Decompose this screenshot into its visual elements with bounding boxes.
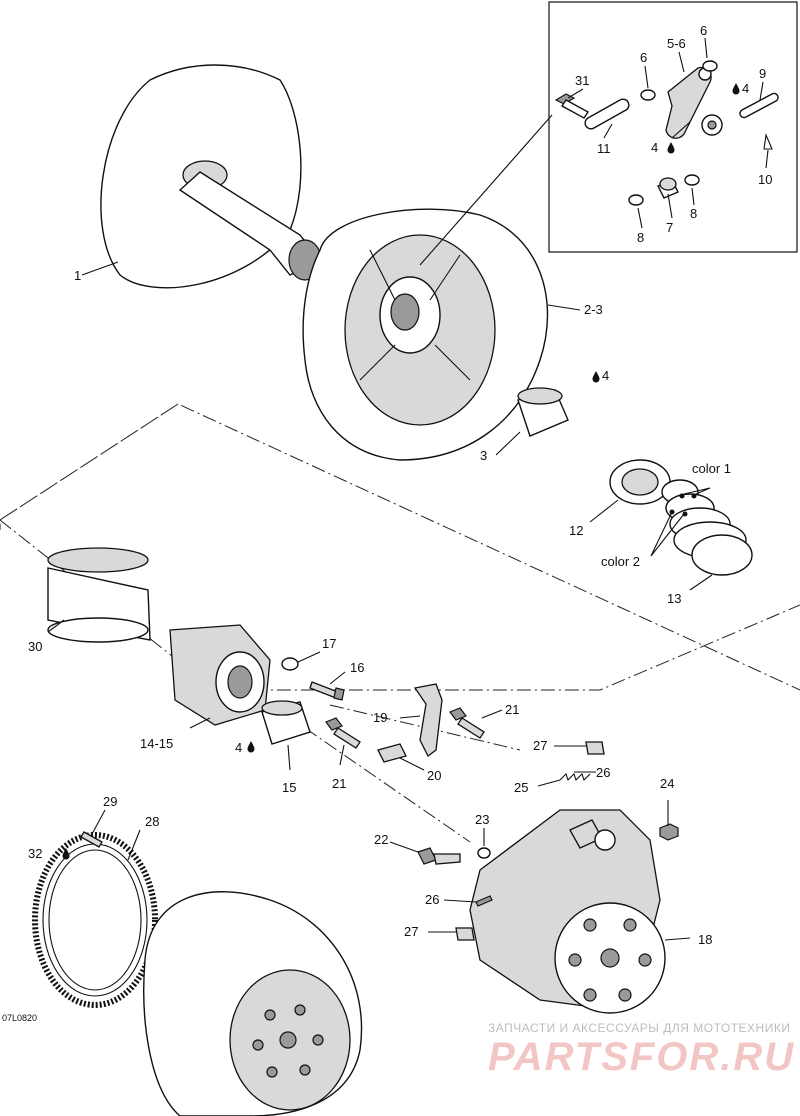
callout-4-a: 4 [602,368,609,383]
callout-10: 10 [758,172,772,187]
leader-lines [47,37,769,941]
callout-30: 30 [28,639,42,654]
callout-27-a: 27 [533,738,547,753]
callout-1: 1 [74,268,81,283]
callout-4-d: 4 [742,81,749,96]
callout-15: 15 [282,780,296,795]
callout-color-1: color 1 [692,461,731,476]
inset-frame [548,1,798,253]
callout-21-a: 21 [332,776,346,791]
watermark-brand: PARTSFOR.RU [488,1035,795,1079]
spring-seat-12 [609,459,671,505]
callout-28: 28 [145,814,159,829]
callout-27-b: 27 [404,924,418,939]
washer-23 [477,847,491,859]
inset-parts [554,60,779,206]
callout-4-b: 4 [235,740,242,755]
washer-17 [281,657,299,671]
cap-27-top [585,741,605,755]
screw-21-left [325,717,343,731]
callout-20: 20 [427,768,441,783]
callout-6-b: 6 [700,23,707,38]
drive-pulley-assembly [143,891,363,1116]
spring-13 [661,479,753,576]
cam-14-15 [169,624,271,726]
screw-29 [80,831,103,848]
callout-9: 9 [759,66,766,81]
callout-2-3: 2-3 [584,302,603,317]
callout-12: 12 [569,523,583,538]
callout-14-15: 14-15 [140,736,173,751]
screw-21-right [449,707,467,721]
callout-4-c: 4 [651,140,658,155]
cap-27-bottom [455,927,475,941]
movable-sheave-2-3 [302,208,549,461]
callout-31: 31 [575,73,589,88]
callout-labels: 1 2-3 3 4 4 4 4 5-6 6 6 7 8 8 9 10 11 12… [2,23,772,1023]
callout-21-b: 21 [505,702,519,717]
fixed-sheave-1 [100,64,322,289]
callout-22: 22 [374,832,388,847]
callout-24: 24 [660,776,674,791]
callout-16: 16 [350,660,364,675]
assembly-outline [0,403,800,691]
callout-7: 7 [666,220,673,235]
bushing-3 [517,387,569,437]
callout-8-a: 8 [637,230,644,245]
callout-17: 17 [322,636,336,651]
watermark-tagline: ЗАПЧАСТИ И АКСЕССУАРЫ ДЛЯ МОТОТЕХНИКИ [488,1021,790,1035]
ring-gear-28 [32,832,158,1008]
callout-3: 3 [480,448,487,463]
callout-25: 25 [514,780,528,795]
callout-29: 29 [103,794,117,809]
callout-26-b: 26 [425,892,439,907]
callout-8-b: 8 [690,206,697,221]
nut-24 [659,823,679,841]
key-26-bottom [475,895,493,907]
diagram-code: 07L0820 [2,1013,37,1023]
bushing-15 [261,700,311,745]
callout-6-a: 6 [640,50,647,65]
screw-16 [309,681,339,699]
callout-18: 18 [698,932,712,947]
callout-19: 19 [373,710,387,725]
callout-32: 32 [28,846,42,861]
callout-5-6: 5-6 [667,36,686,51]
callout-26-a: 26 [596,765,610,780]
bolt-22 [417,847,437,865]
slider-20 [377,743,407,763]
callout-color-2: color 2 [601,554,640,569]
lever-19 [413,683,443,757]
spider-18 [469,809,666,1014]
callout-11: 11 [597,141,611,156]
sleeve-30 [47,547,151,643]
callout-23: 23 [475,812,489,827]
callout-13: 13 [667,591,681,606]
watermark: ЗАПЧАСТИ И АКСЕССУАРЫ ДЛЯ МОТОТЕХНИКИ PA… [488,1021,795,1079]
spring-25 [559,772,591,782]
